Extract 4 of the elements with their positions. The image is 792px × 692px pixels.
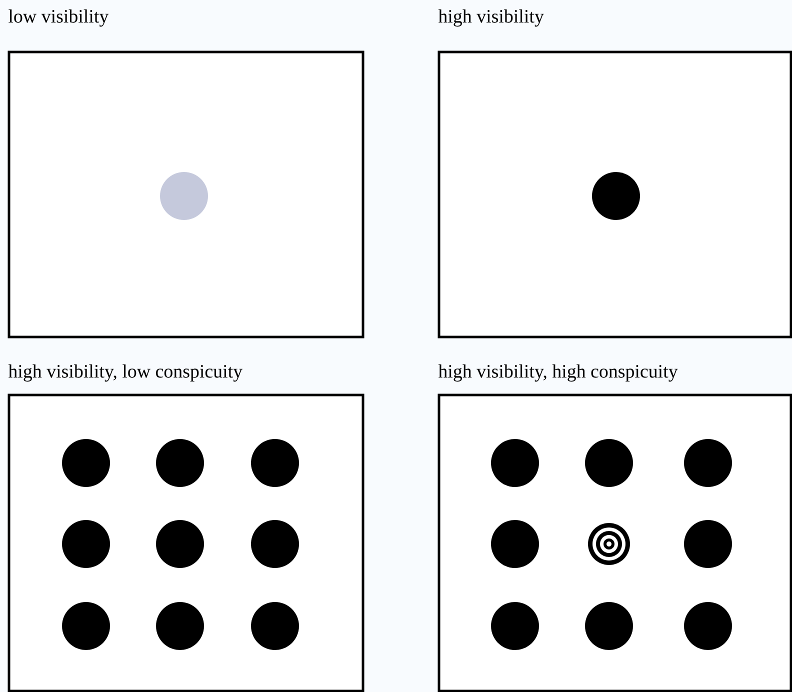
panel-heading: high visibility — [438, 9, 544, 27]
panel-heading: high visibility, low conspicuity — [8, 364, 242, 382]
panel-heading: low visibility — [8, 9, 109, 27]
panel-heading: high visibility, high conspicuity — [438, 364, 678, 382]
